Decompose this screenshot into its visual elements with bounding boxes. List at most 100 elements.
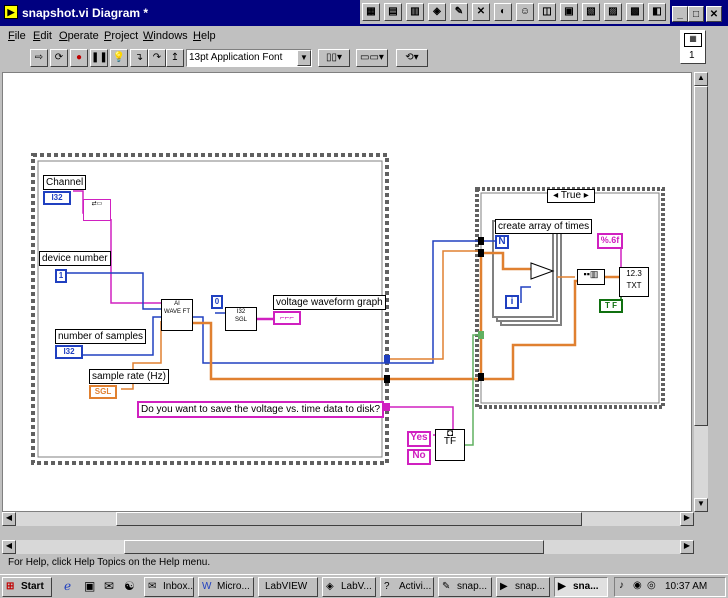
task-snap-2[interactable]: ▶snap...: [496, 577, 550, 597]
yes-constant[interactable]: Yes: [407, 431, 431, 447]
quick-launch-channel-icon[interactable]: ☯: [124, 579, 135, 593]
menu-project[interactable]: Project: [104, 30, 139, 42]
save-prompt-constant[interactable]: Do you want to save the voltage vs. time…: [137, 401, 385, 418]
abort-icon[interactable]: ●: [70, 49, 88, 67]
task-snap-1[interactable]: ✎snap...: [438, 577, 492, 597]
task-inbox[interactable]: ✉Inbox...: [144, 577, 194, 597]
minimize-button[interactable]: _: [672, 6, 688, 22]
true-false-constant[interactable]: T F: [599, 299, 623, 313]
channel-terminal[interactable]: I32: [43, 191, 71, 205]
task-labview[interactable]: LabVIEW: [258, 577, 318, 597]
voltage-waveform-graph-terminal[interactable]: ⌐⌐⌐: [273, 311, 301, 325]
tray-icon-3[interactable]: ◎: [647, 580, 656, 591]
ql-icon-1[interactable]: ▦: [362, 3, 380, 21]
ql-icon-10[interactable]: ▣: [560, 3, 578, 21]
background-window-scrollbar[interactable]: ◀ ▶: [2, 540, 694, 554]
build-array-icon[interactable]: ▪▪▥: [577, 269, 605, 285]
scroll-down-icon[interactable]: ▼: [694, 498, 708, 512]
quick-launch-ie-icon[interactable]: ℯ: [64, 579, 72, 593]
maximize-button[interactable]: □: [688, 6, 704, 22]
bg-scroll-left-icon[interactable]: ◀: [2, 540, 16, 554]
step-into-icon[interactable]: ↴: [130, 49, 148, 67]
menu-edit[interactable]: Edit: [33, 30, 52, 42]
h-scroll-thumb[interactable]: [116, 512, 582, 526]
case-next-icon[interactable]: ▸: [583, 190, 589, 201]
horizontal-scrollbar[interactable]: ◀ ▶: [2, 512, 694, 526]
ql-icon-13[interactable]: ▩: [626, 3, 644, 21]
ql-icon-4[interactable]: ◈: [428, 3, 446, 21]
ql-icon-3[interactable]: ▥: [406, 3, 424, 21]
labview-app-icon[interactable]: ▶: [4, 5, 18, 19]
scroll-right-icon[interactable]: ▶: [680, 512, 694, 526]
close-button[interactable]: ✕: [706, 6, 722, 22]
ql-icon-7[interactable]: ◐: [494, 3, 512, 21]
vi-icon: ▦: [684, 33, 702, 47]
reorder-icon[interactable]: ⟲▾: [396, 49, 428, 67]
for-loop-count-terminal[interactable]: N: [495, 235, 509, 249]
word-icon: W: [202, 581, 212, 592]
tray-icon-1[interactable]: ♪: [619, 580, 624, 591]
ql-icon-5[interactable]: ✎: [450, 3, 468, 21]
toolbar: ⇨ ⟳ ● ❚❚ 💡 ↴ ↷ ↥ 13pt Application Font ▼…: [0, 46, 728, 70]
align-objects-icon[interactable]: ▯▯▾: [318, 49, 350, 67]
tray-icon-2[interactable]: ◉: [633, 580, 642, 591]
write-to-spreadsheet-icon[interactable]: 12.3 TXT: [619, 267, 649, 297]
quick-launch-strip: ▦ ▤ ▥ ◈ ✎ ✕ ◐ ☺ ◫ ▣ ▧ ▨ ▩ ◧: [360, 0, 670, 24]
task-activi[interactable]: ?Activi...: [380, 577, 434, 597]
ql-icon-8[interactable]: ☺: [516, 3, 534, 21]
sample-rate-terminal[interactable]: SGL: [89, 385, 117, 399]
ql-icon-2[interactable]: ▤: [384, 3, 402, 21]
block-diagram[interactable]: Channel I32 ⇄▭ device number 1 number of…: [2, 72, 692, 512]
device-number-constant[interactable]: 1: [55, 269, 67, 283]
format-string-constant[interactable]: %.6f: [597, 233, 623, 249]
channel-subvi-icon[interactable]: ⇄▭: [83, 199, 111, 221]
number-of-samples-terminal[interactable]: I32: [55, 345, 83, 359]
scroll-left-icon[interactable]: ◀: [2, 512, 16, 526]
pause-icon[interactable]: ❚❚: [90, 49, 108, 67]
ql-icon-9[interactable]: ◫: [538, 3, 556, 21]
ql-icon-14[interactable]: ◧: [648, 3, 666, 21]
scroll-up-icon[interactable]: ▲: [694, 72, 708, 86]
case-prev-icon[interactable]: ◂: [553, 190, 559, 201]
for-loop-iteration-terminal[interactable]: i: [505, 295, 519, 309]
menu-operate[interactable]: Operate: [59, 30, 99, 42]
run-arrow-icon[interactable]: ⇨: [30, 49, 48, 67]
chevron-down-icon[interactable]: ▼: [297, 50, 311, 66]
menu-windows[interactable]: Windows: [143, 30, 188, 42]
connector-pane-icon[interactable]: ▦ 1: [680, 30, 706, 64]
title-bar[interactable]: ▶ snapshot.vi Diagram * ▦ ▤ ▥ ◈ ✎ ✕ ◐ ☺ …: [0, 0, 728, 26]
ai-waveform-subvi-icon[interactable]: AI WAVE FT: [161, 299, 193, 331]
start-label: Start: [21, 581, 44, 592]
quick-launch-desktop-icon[interactable]: ▣: [84, 579, 96, 593]
task-labv[interactable]: ◈LabV...: [322, 577, 376, 597]
menu-file[interactable]: File: [8, 30, 26, 42]
vi-active-icon: ▶: [558, 581, 566, 592]
connector-pane-number: 1: [689, 50, 695, 61]
step-over-icon[interactable]: ↷: [148, 49, 166, 67]
device-number-label: device number: [39, 251, 111, 266]
bg-scroll-thumb[interactable]: [124, 540, 544, 554]
font-select[interactable]: 13pt Application Font ▼: [186, 49, 312, 67]
no-constant[interactable]: No: [407, 449, 431, 465]
bg-scroll-right-icon[interactable]: ▶: [680, 540, 694, 554]
step-out-icon[interactable]: ↥: [166, 49, 184, 67]
ql-icon-11[interactable]: ▧: [582, 3, 600, 21]
distribute-objects-icon[interactable]: ▭▭▾: [356, 49, 388, 67]
clock[interactable]: 10:37 AM: [665, 581, 708, 592]
quick-launch-outlook-icon[interactable]: ✉: [104, 579, 115, 593]
case-selector[interactable]: ◂ True ▸: [547, 189, 595, 203]
scroll-thumb[interactable]: [694, 86, 708, 426]
ql-icon-6[interactable]: ✕: [472, 3, 490, 21]
zero-constant[interactable]: 0: [211, 295, 223, 309]
two-button-dialog-icon[interactable]: ◘TF: [435, 429, 465, 461]
run-continuous-icon[interactable]: ⟳: [50, 49, 68, 67]
start-button[interactable]: ⊞ Start: [2, 577, 52, 597]
menu-help[interactable]: Help: [193, 30, 216, 42]
task-snap-active[interactable]: ▶sna...: [554, 577, 608, 597]
ql-icon-12[interactable]: ▨: [604, 3, 622, 21]
highlight-execution-icon[interactable]: 💡: [110, 49, 128, 67]
vertical-scrollbar[interactable]: ▲ ▼: [694, 72, 708, 512]
